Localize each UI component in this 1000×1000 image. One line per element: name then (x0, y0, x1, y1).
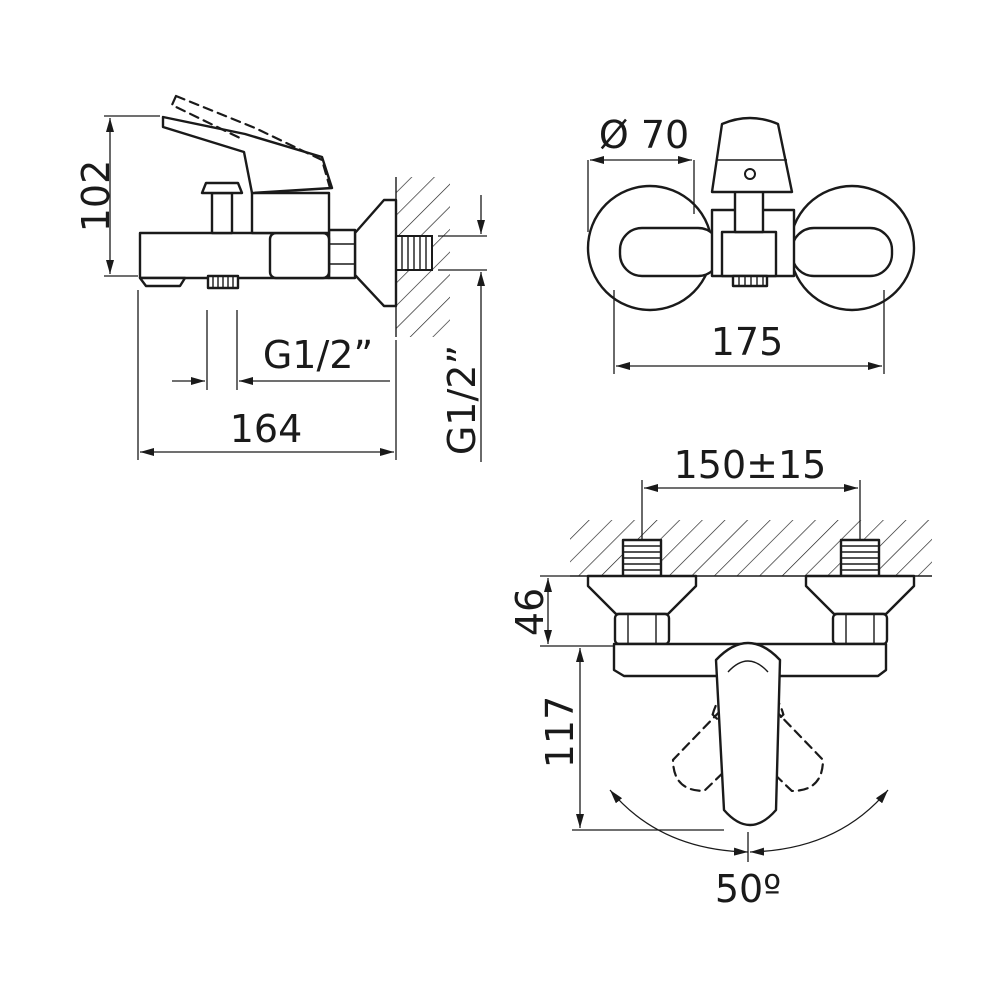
side-diverter-block (268, 231, 331, 280)
dim-thread-wall: G1/2” (440, 345, 484, 455)
top-escutcheon-right (804, 574, 916, 616)
top-escutcheon-left (586, 574, 698, 616)
front-hose-thread (731, 274, 769, 288)
front-handle (710, 116, 794, 194)
side-spout-outlet (138, 276, 187, 288)
front-eccentric-left (618, 226, 722, 278)
dim-height-side: 102 (74, 160, 118, 233)
side-hex-nut (327, 228, 357, 280)
side-cartridge-housing (250, 191, 331, 235)
side-handle-raised (170, 94, 332, 190)
side-view: 102 G1/2” G1/2” 164 (74, 94, 487, 462)
front-view: Ø 70 175 (586, 113, 916, 374)
dim-thread-spout: G1/2” (263, 333, 373, 377)
dim-eccentric-depth: 46 (508, 588, 552, 636)
top-view: 150±15 46 117 50º (508, 443, 932, 911)
top-handle (714, 641, 782, 827)
dim-height-top: 117 (538, 696, 582, 769)
front-eccentric-right (790, 226, 894, 278)
side-handle (161, 115, 334, 195)
dim-diameter: Ø 70 (599, 113, 689, 157)
front-diverter-block (720, 230, 778, 278)
front-diverter-knob (733, 188, 765, 234)
dim-angle: 50º (715, 867, 781, 911)
dim-width-front: 175 (711, 320, 784, 364)
side-escutcheon (353, 198, 398, 308)
dim-centers: 150±15 (674, 443, 827, 487)
front-indicator (744, 168, 756, 180)
top-nut-right (831, 612, 889, 646)
dim-depth: 164 (230, 407, 303, 451)
top-nut-left (613, 612, 671, 646)
side-diverter-knob (210, 191, 234, 235)
